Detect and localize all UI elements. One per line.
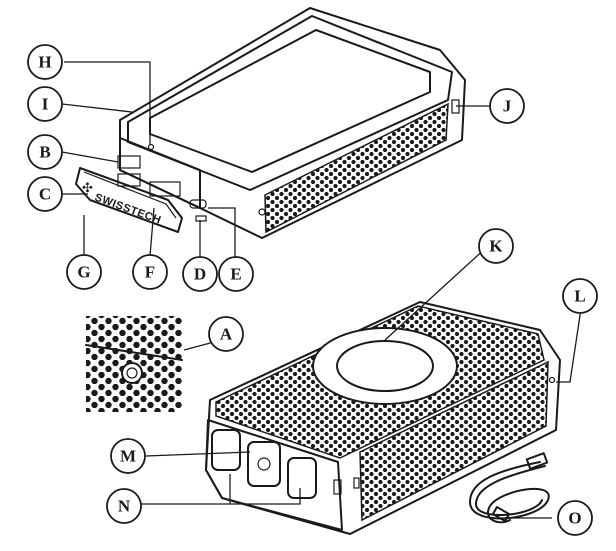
top-device [117,7,466,239]
callout-n: N [106,488,142,524]
callout-i: I [27,86,63,122]
front-opening-left [211,429,241,471]
bottom-device-side-grille [359,360,549,522]
callout-label-h: H [38,53,51,72]
callout-b: B [27,134,63,170]
flashlight-led [257,457,271,471]
front-opening-right [287,457,317,499]
usb-port-1 [117,155,141,169]
callout-e: E [218,256,254,292]
wireless-pad-outer [312,327,458,405]
callout-label-i: I [42,95,49,114]
callout-k: K [478,228,514,264]
callout-label-o: O [568,509,581,528]
bottom-port-2 [353,477,360,489]
leader-lines [61,61,583,519]
callout-label-k: K [489,237,503,256]
callout-label-l: L [574,287,585,306]
zoom-inset-hole-inner [126,367,138,379]
wireless-pad-inner [336,340,434,392]
callout-c: C [27,176,63,212]
brand-logo-icon: ✣ [82,180,93,195]
callout-h: H [27,44,63,80]
callout-label-a: A [220,325,233,344]
zoom-inset [85,316,183,412]
bottom-device [205,301,561,535]
callout-f: F [132,254,168,290]
zoom-inset-edge [85,344,183,361]
callout-label-b: B [39,143,50,162]
callout-l: L [562,278,598,314]
usb-port-2 [117,173,141,187]
top-device-side-grille [264,102,449,234]
callout-g: G [66,254,102,290]
bottom-device-front-face [205,419,343,531]
callout-label-d: D [194,265,206,284]
callout-d: D [182,256,218,292]
zoom-inset-hole [121,362,143,384]
callout-m: M [110,438,146,474]
callout-label-j: J [503,97,512,116]
callout-label-f: F [145,263,155,282]
callout-label-c: C [39,185,51,204]
bottom-port-1 [333,479,342,495]
port-e [189,199,207,209]
callout-label-g: G [77,263,90,282]
callout-a: A [208,316,244,352]
port-d [195,215,207,222]
side-hole [258,208,266,216]
indicator-light [147,143,155,151]
callout-label-n: N [118,497,131,516]
flashlight-lens [247,441,281,487]
callout-o: O [557,500,593,536]
port-f [149,181,181,197]
callout-label-m: M [120,447,136,466]
port-cover: SWISSTECH ✣ [75,167,183,233]
callout-label-e: E [230,265,241,284]
callout-j: J [489,88,525,124]
side-indicator-l [548,376,556,384]
usb-cable-icon [469,452,550,524]
